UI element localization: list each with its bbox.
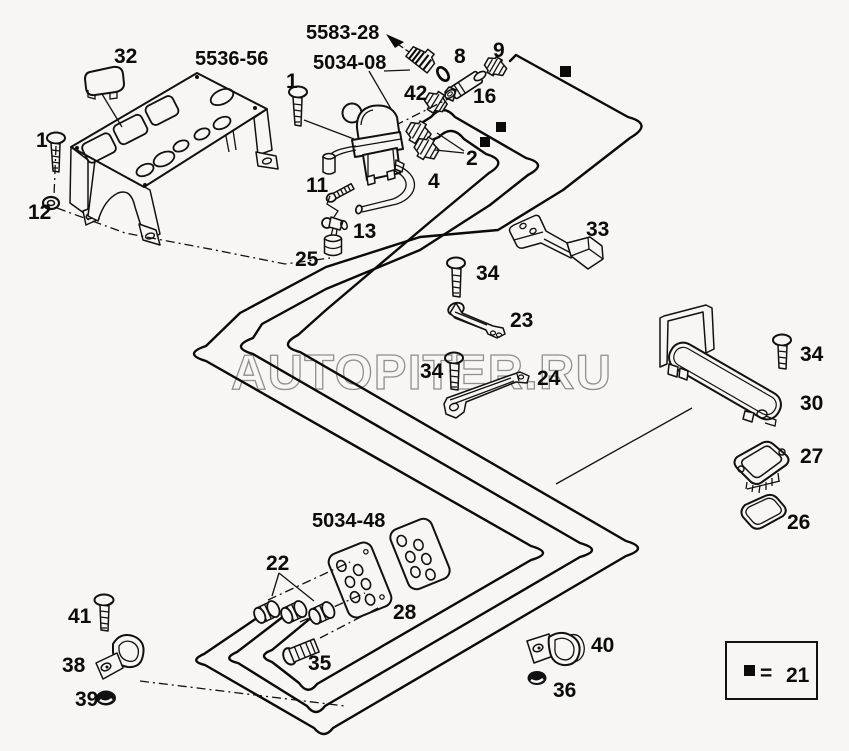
svg-text:2: 2	[466, 147, 478, 170]
svg-text:35: 35	[308, 652, 332, 675]
svg-text:8: 8	[454, 45, 466, 68]
svg-text:34: 34	[800, 343, 824, 366]
svg-text:26: 26	[787, 511, 810, 534]
svg-text:38: 38	[62, 654, 86, 677]
svg-text:AUTOPITER.RU: AUTOPITER.RU	[231, 346, 611, 400]
svg-text:9: 9	[493, 39, 505, 62]
svg-text:=: =	[760, 662, 772, 685]
svg-text:32: 32	[114, 45, 137, 68]
svg-text:5034-08: 5034-08	[313, 52, 386, 74]
svg-text:1: 1	[36, 129, 48, 152]
svg-text:30: 30	[800, 392, 823, 415]
svg-text:5583-28: 5583-28	[306, 22, 379, 44]
svg-text:36: 36	[553, 679, 576, 702]
svg-text:27: 27	[800, 445, 823, 468]
svg-text:11: 11	[306, 174, 329, 197]
svg-text:5034-48: 5034-48	[312, 510, 385, 532]
svg-text:40: 40	[591, 634, 614, 657]
svg-text:21: 21	[786, 664, 810, 687]
svg-text:25: 25	[295, 248, 319, 271]
svg-text:33: 33	[586, 218, 609, 241]
svg-text:28: 28	[393, 601, 417, 624]
svg-text:13: 13	[353, 220, 376, 243]
svg-text:5536-56: 5536-56	[195, 48, 268, 70]
svg-text:1: 1	[286, 70, 298, 93]
svg-text:4: 4	[428, 170, 440, 193]
svg-text:24: 24	[537, 367, 561, 390]
svg-text:16: 16	[473, 85, 496, 108]
svg-text:42: 42	[404, 82, 427, 105]
svg-text:39: 39	[75, 688, 98, 711]
svg-text:41: 41	[68, 605, 92, 628]
svg-text:34: 34	[476, 262, 500, 285]
svg-text:12: 12	[28, 201, 51, 224]
svg-text:23: 23	[510, 309, 533, 332]
svg-text:22: 22	[266, 552, 289, 575]
svg-text:34: 34	[420, 360, 444, 383]
